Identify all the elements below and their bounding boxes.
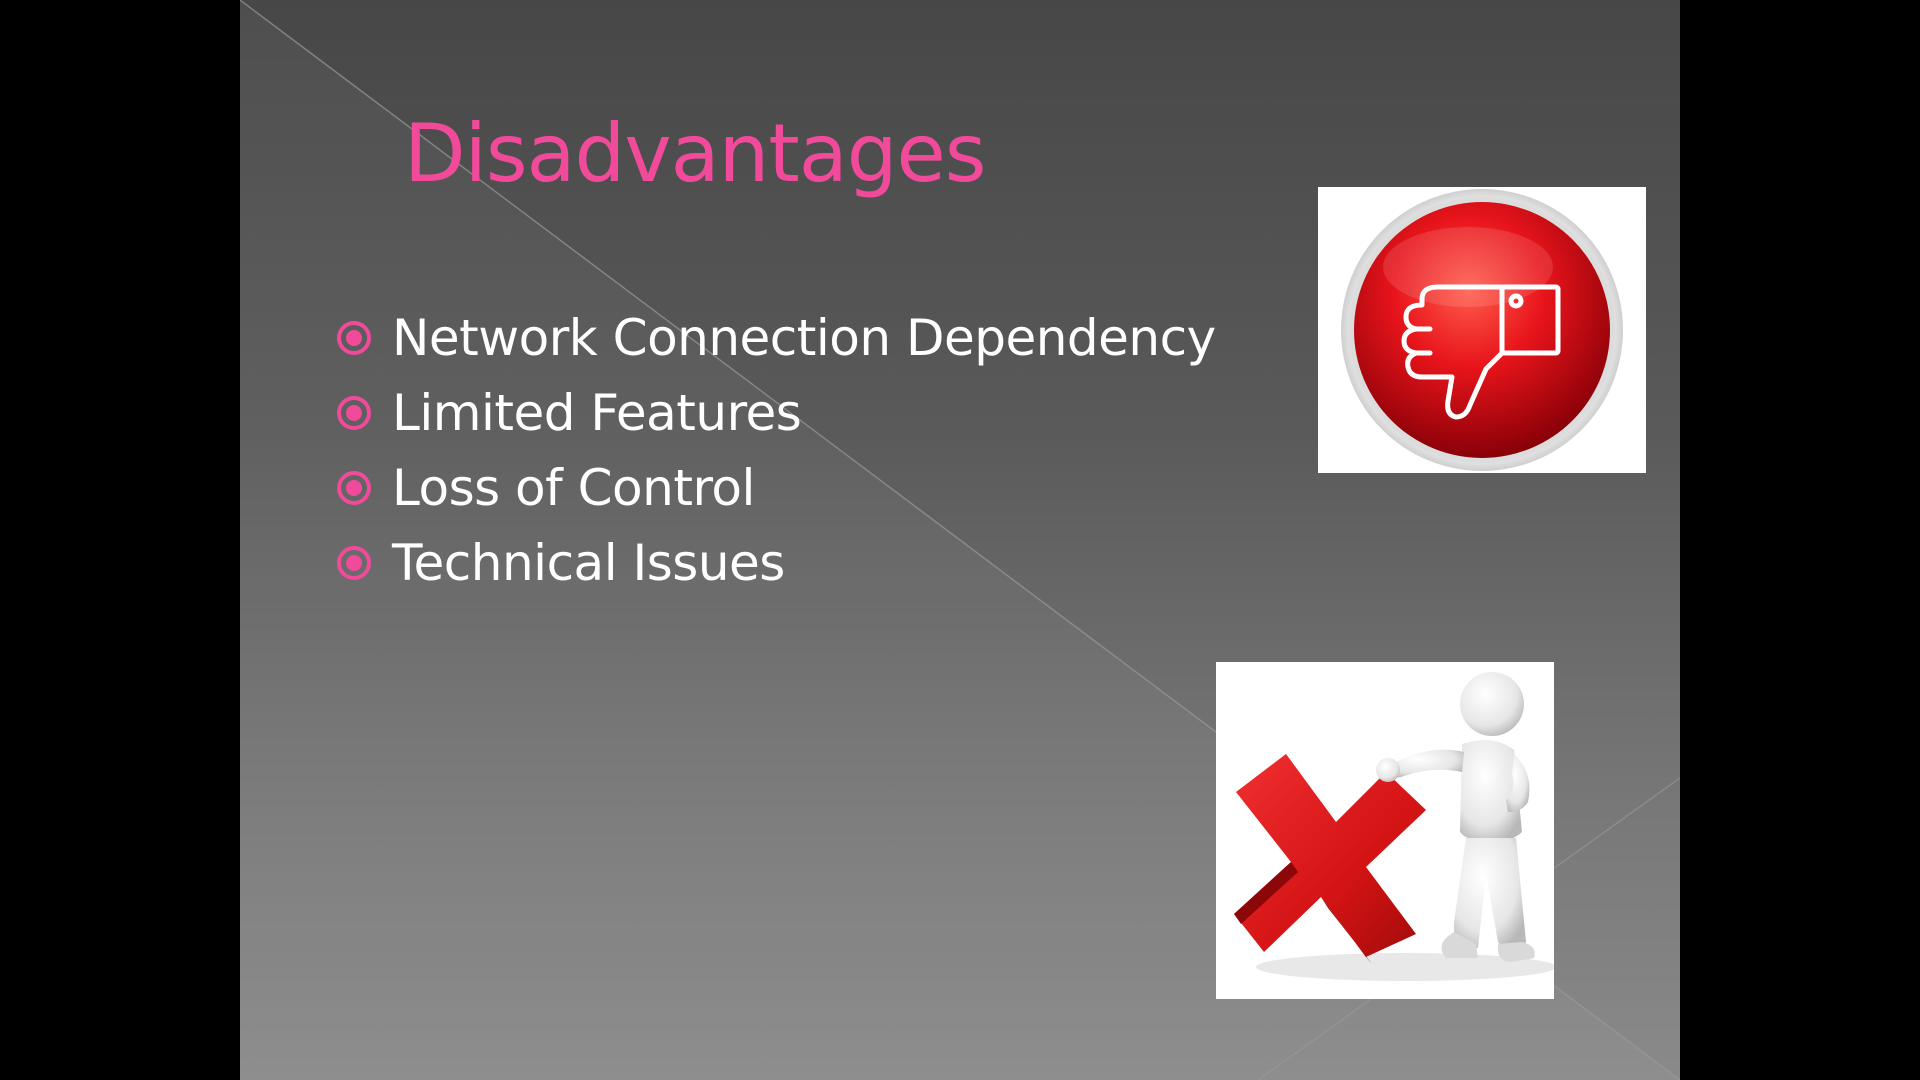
bullet-text: Loss of Control <box>392 458 755 517</box>
radio-bullet-icon <box>337 545 371 580</box>
radio-bullet-icon <box>337 320 371 355</box>
figure-with-x-picture[interactable] <box>1216 662 1554 999</box>
radio-bullet-icon <box>337 395 371 430</box>
bullet-text: Technical Issues <box>392 533 785 592</box>
thumbs-down-icon <box>1341 189 1623 471</box>
radio-bullet-icon <box>337 470 371 505</box>
slide: Disadvantages Network Connection Depende… <box>240 0 1680 1080</box>
slide-title: Disadvantages <box>404 107 986 200</box>
thumbs-down-picture[interactable] <box>1318 187 1646 473</box>
bullet-item: Loss of Control <box>336 450 1216 525</box>
bullet-item: Network Connection Dependency <box>336 300 1216 375</box>
bullet-list: Network Connection Dependency Limited Fe… <box>336 300 1216 600</box>
bullet-item: Technical Issues <box>336 525 1216 600</box>
bullet-text: Limited Features <box>392 383 802 442</box>
x-mark-icon <box>1234 672 1554 981</box>
bullet-text: Network Connection Dependency <box>392 308 1216 367</box>
bullet-item: Limited Features <box>336 375 1216 450</box>
